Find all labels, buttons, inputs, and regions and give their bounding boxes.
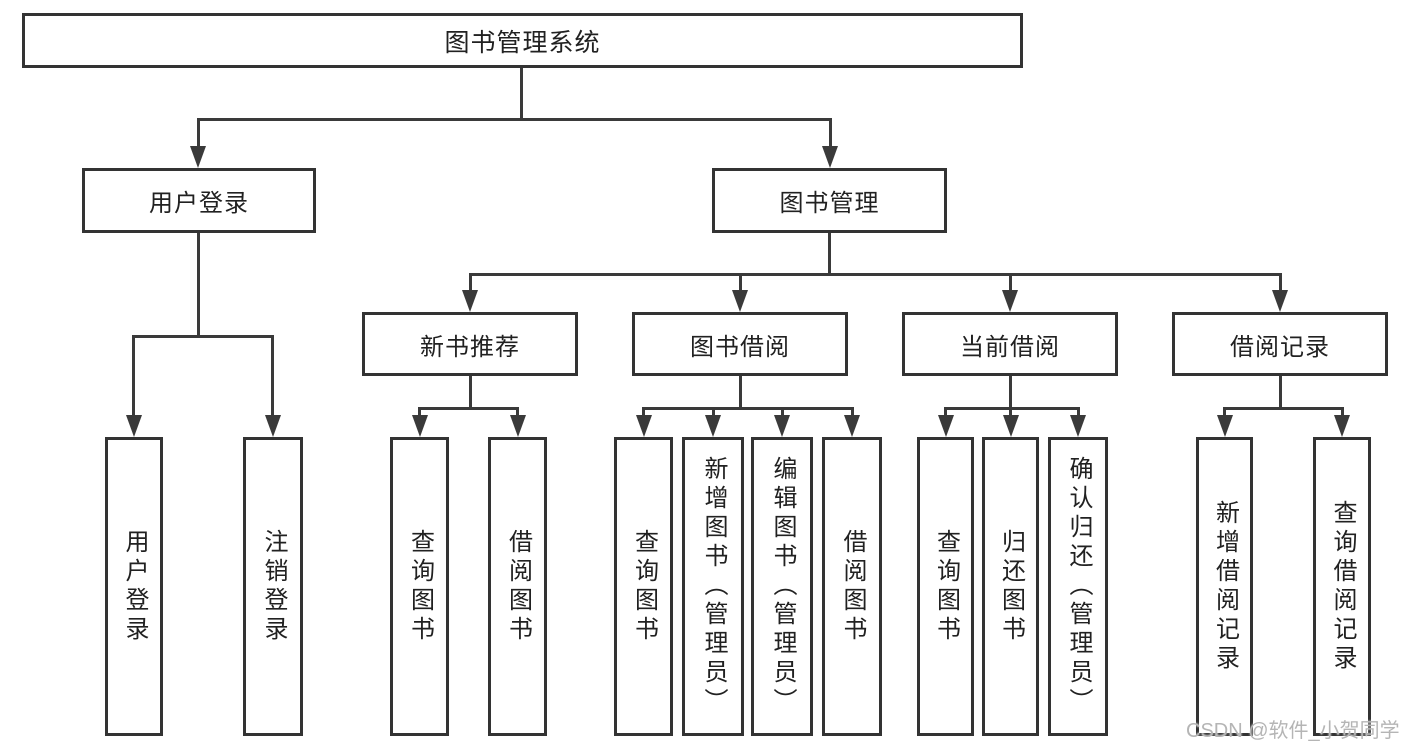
connector-recommend-rail [418,407,519,410]
arrow-down-icon [1070,415,1086,437]
arrow-down-icon [462,290,478,312]
csdn-watermark: CSDN @软件_小贺同学 [1186,720,1400,742]
connector-drop-user-login [197,118,200,148]
leaf-borrow-books: 借阅图书 [822,437,882,736]
connector-stem [469,376,472,410]
connector-drop-leaf [1223,407,1226,417]
arrow-down-icon [844,415,860,437]
connector-stem [1009,376,1012,410]
leaf-query-books-current: 查询图书 [917,437,974,736]
leaf-user-login: 用户登录 [105,437,163,736]
leaf-add-borrow-record: 新增借阅记录 [1196,437,1253,736]
connector-current-rail [944,407,1080,410]
connector-records-rail [1223,407,1343,410]
connector-drop-leaf [1009,407,1012,417]
connector-drop-leaf [944,407,947,417]
connector-drop-records [1279,273,1282,291]
connector-drop-leaf [642,407,645,417]
node-borrow-records: 借阅记录 [1172,312,1388,376]
arrow-down-icon [1272,290,1288,312]
connector-drop-current [1009,273,1012,291]
connector-drop-recommend [469,273,472,291]
connector-user-login-rail [132,335,274,338]
node-book-management: 图书管理 [712,168,947,233]
connector-drop-leaf [132,335,135,417]
arrow-down-icon [732,290,748,312]
leaf-query-books-borrow: 查询图书 [614,437,673,736]
leaf-logout: 注销登录 [243,437,303,736]
connector-stem [739,376,742,410]
connector-root-trunk [520,68,523,120]
connector-stem [1279,376,1282,410]
node-book-borrow: 图书借阅 [632,312,848,376]
arrow-down-icon [126,415,142,437]
leaf-add-book-admin: 新增图书（管理员） [682,437,744,736]
leaf-return-book: 归还图书 [982,437,1039,736]
connector-borrow-rail [642,407,853,410]
leaf-confirm-return-admin: 确认归还（管理员） [1048,437,1108,736]
connector-book-mgmt-stem [828,233,831,276]
connector-drop-leaf [1341,407,1344,417]
arrow-down-icon [1217,415,1233,437]
connector-drop-leaf [781,407,784,417]
connector-drop-borrow [739,273,742,291]
leaf-edit-book-admin: 编辑图书（管理员） [751,437,813,736]
leaf-query-books-recommend: 查询图书 [390,437,449,736]
connector-drop-leaf [851,407,854,417]
arrow-down-icon [774,415,790,437]
node-root: 图书管理系统 [22,13,1023,68]
node-new-book-recommend: 新书推荐 [362,312,578,376]
arrow-down-icon [265,415,281,437]
arrow-down-icon [412,415,428,437]
connector-drop-leaf [1077,407,1080,417]
arrow-down-icon [822,146,838,168]
arrow-down-icon [1334,415,1350,437]
connector-drop-leaf [516,407,519,417]
arrow-down-icon [636,415,652,437]
connector-level1-rail [197,118,832,121]
arrow-down-icon [1002,290,1018,312]
leaf-borrow-books-recommend: 借阅图书 [488,437,547,736]
connector-drop-leaf [712,407,715,417]
node-user-login: 用户登录 [82,168,316,233]
connector-user-login-stem [197,233,200,338]
connector-level3-rail [469,273,1282,276]
leaf-query-borrow-record: 查询借阅记录 [1313,437,1371,736]
connector-drop-leaf [271,335,274,417]
connector-drop-leaf [418,407,421,417]
arrow-down-icon [938,415,954,437]
arrow-down-icon [190,146,206,168]
arrow-down-icon [510,415,526,437]
connector-drop-book-mgmt [829,118,832,148]
arrow-down-icon [705,415,721,437]
arrow-down-icon [1003,415,1019,437]
node-current-borrow: 当前借阅 [902,312,1118,376]
